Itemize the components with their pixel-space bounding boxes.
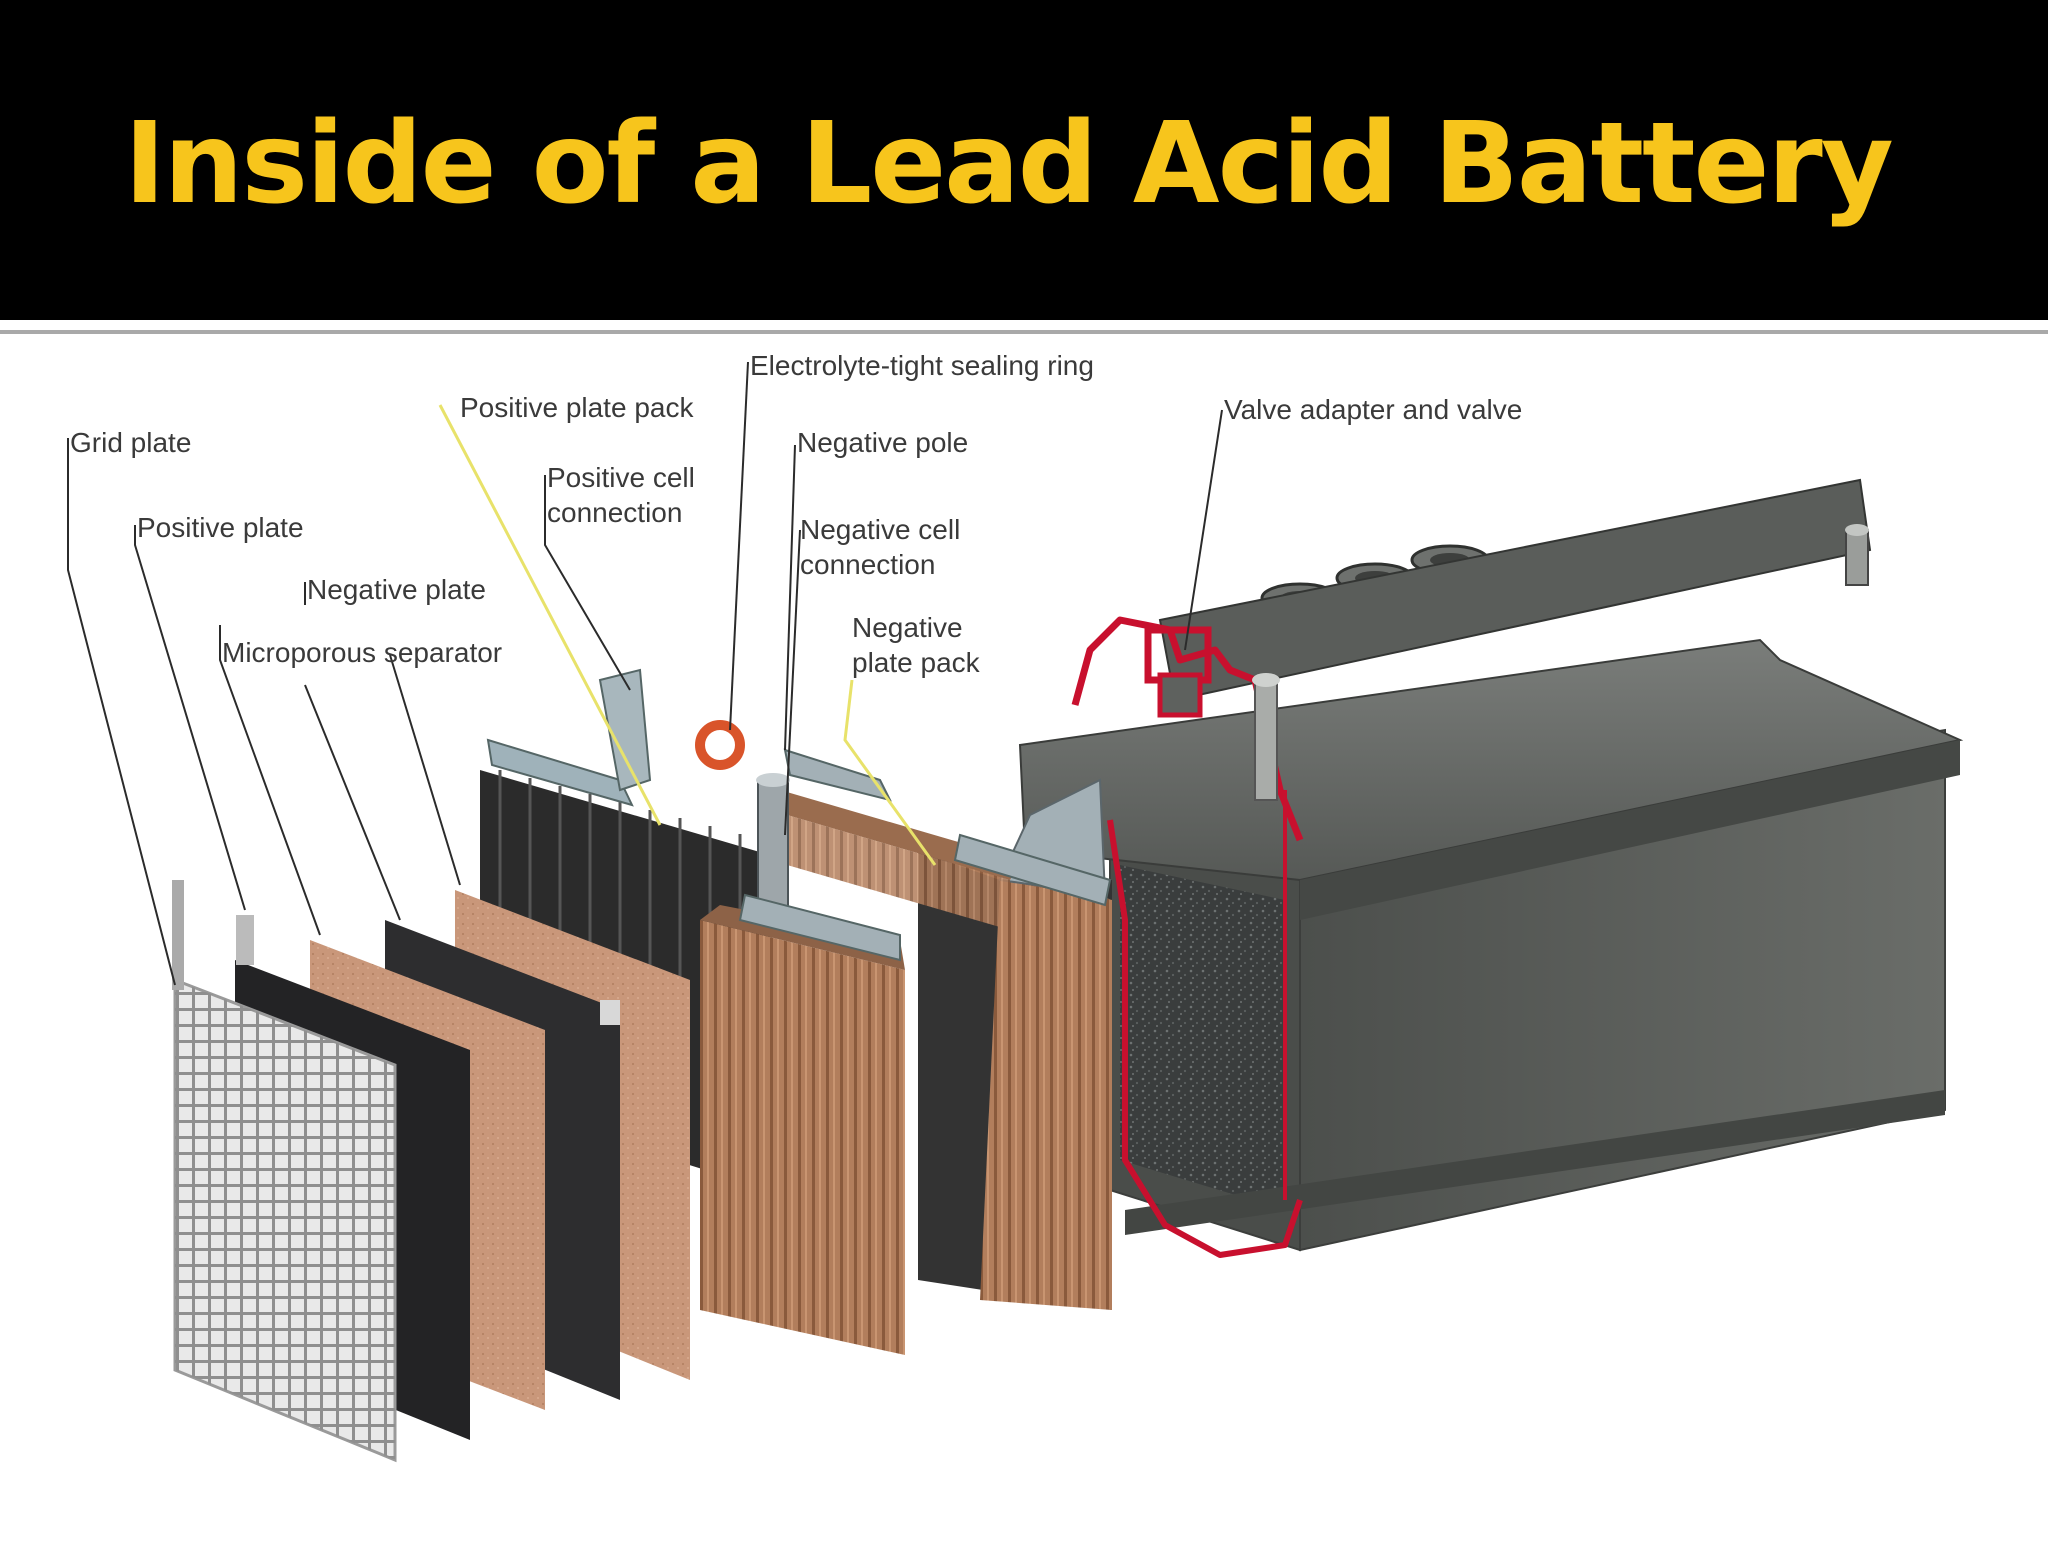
copper-cell-block [700,833,1112,1355]
label-negative-plate-pack-line2: plate pack [852,647,980,678]
label-positive-plate: Positive plate [137,512,304,543]
battery-case [1018,478,1964,1258]
title-bar: Inside of a Lead Acid Battery [0,0,2048,320]
battery-illustration [67,361,1964,1463]
sealing-ring-shape [695,720,745,770]
label-positive-cell-connection-line2: connection [547,497,683,528]
label-microporous-separator: Microporous separator [222,637,503,668]
label-negative-plate-pack: Negative plate pack [852,610,980,680]
battery-diagram: Grid plate Positive plate Negative plate… [0,320,2048,1536]
leader-lines [67,361,1223,986]
label-negative-plate: Negative plate [307,574,487,605]
label-valve-adapter: Valve adapter and valve [1224,394,1523,425]
label-negative-plate-pack-line1: Negative [852,612,963,643]
grid-plate-shape [172,880,397,1463]
highlight-lines [438,404,937,866]
title-divider [0,330,2048,334]
label-grid-plate: Grid plate [70,427,192,458]
slide-title: Inside of a Lead Acid Battery [124,99,1894,229]
label-negative-pole: Negative pole [797,427,969,458]
label-positive-cell-connection: Positive cell connection [547,460,695,530]
label-negative-cell-connection-line1: Negative cell [800,514,961,545]
label-negative-cell-connection-line2: connection [800,549,936,580]
label-positive-cell-connection-line1: Positive cell [547,462,695,493]
label-positive-plate-pack: Positive plate pack [460,392,694,423]
label-negative-cell-connection: Negative cell connection [800,512,960,582]
label-electrolyte-sealing-ring: Electrolyte-tight sealing ring [750,350,1094,381]
